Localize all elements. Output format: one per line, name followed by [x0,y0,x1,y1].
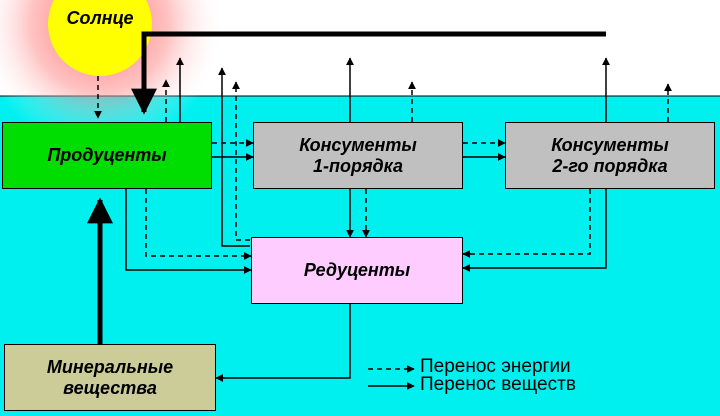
consumers2-node: Консументы 2-го порядка [505,122,715,189]
minerals-line2: вещества [63,377,157,398]
prod-to-decomp-energy [145,189,252,260]
producers-label: Продуценты [47,145,167,165]
decomp-to-minerals-arrow [215,304,351,382]
sun-disc [48,0,152,76]
minerals-line1: Минеральные [46,356,174,377]
sun-label: Солнце [66,8,134,28]
consumers2-line2: 2-го порядка [552,155,668,176]
decomposers-label: Редуценты [303,260,411,280]
sunlight-arrow [131,31,606,115]
minerals-node: Минеральные вещества [4,344,216,411]
decomposers-up-arrow [218,67,250,247]
consumers2-line1: Консументы [551,134,669,155]
legend-matter-label: Перенос веществ [420,374,576,395]
consumers1-line2: 1-порядка [312,155,404,176]
consumers1-node: Консументы 1-порядка [253,122,463,189]
prod-to-decomp-arrow [125,189,252,274]
legend-energy-label: Перенос энергии [420,356,571,377]
decomposers-up-energy [232,81,250,241]
cons2-to-decomp-energy [462,189,591,258]
consumers1-line1: Консументы [299,134,417,155]
cons2-to-decomp-arrow [462,189,607,272]
decomposers-node: Редуценты [251,237,463,304]
producers-node: Продуценты [2,122,212,189]
